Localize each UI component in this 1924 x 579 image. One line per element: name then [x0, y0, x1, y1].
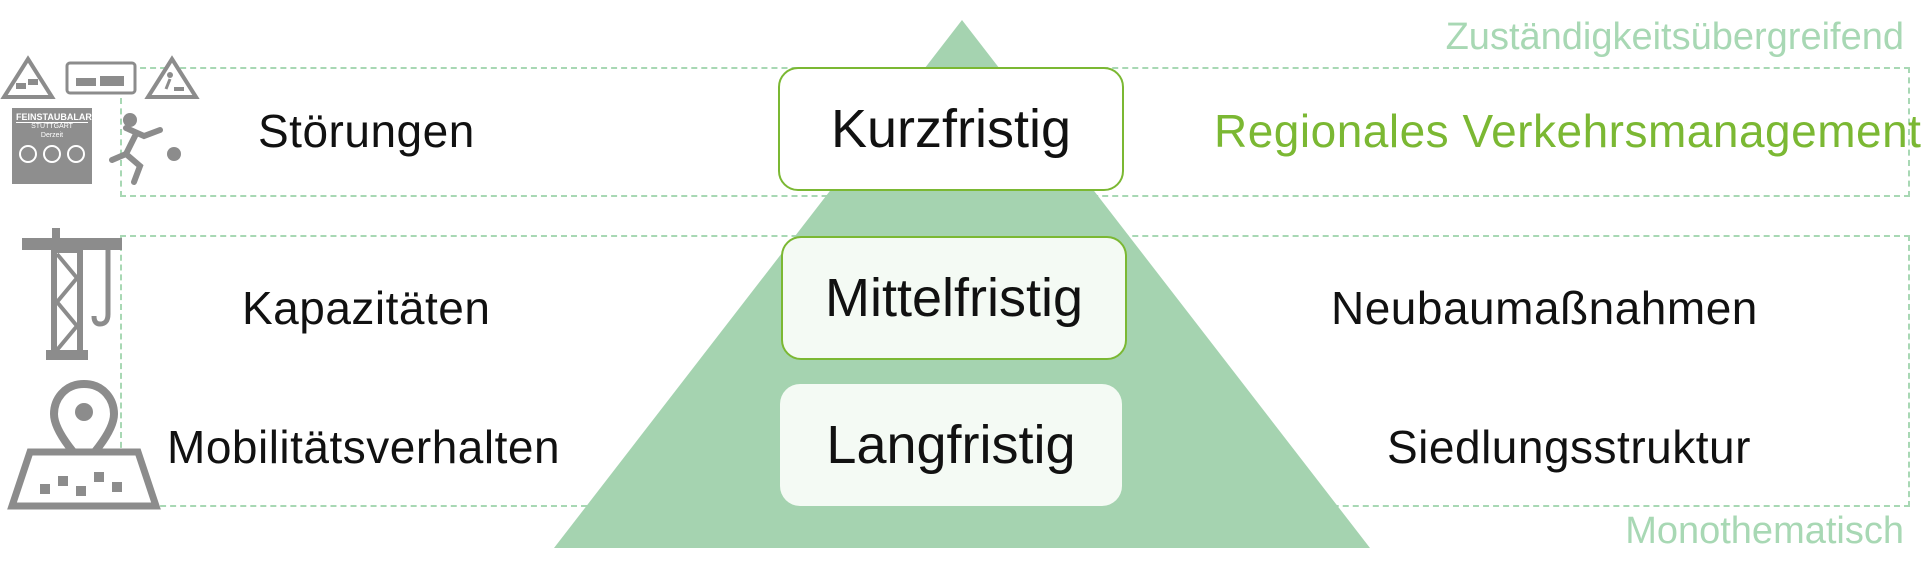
right-label-traffic-management: Regionales Verkehrsmanagement: [1214, 105, 1922, 157]
left-label-capacities: Kapazitäten: [242, 282, 491, 334]
right-label-new-construction: Neubaumaßnahmen: [1331, 282, 1758, 334]
fine-dust-alarm-sign: FEINSTAUBALARM STUTTGART Derzeit: [12, 108, 100, 184]
level-box-long: Langfristig: [780, 384, 1122, 506]
corner-label-bottom: Monothematisch: [1625, 510, 1904, 552]
level-label-medium: Mittelfristig: [824, 268, 1084, 328]
level-box-short: Kurzfristig: [778, 67, 1124, 191]
running-person-icon: [109, 113, 181, 185]
right-label-settlement: Siedlungsstruktur: [1387, 421, 1751, 473]
left-label-mobility: Mobilitätsverhalten: [167, 421, 561, 473]
sign-line-1: FEINSTAUBALARM: [16, 112, 100, 123]
sign-line-3: Derzeit: [40, 132, 64, 139]
level-box-medium: Mittelfristig: [781, 236, 1127, 360]
warning-signs-icon: [0, 55, 56, 99]
crane-icon: [22, 228, 122, 360]
sign-line-2: STUTTGART: [31, 123, 73, 130]
road-works-icon: [144, 55, 200, 99]
left-label-disruptions: Störungen: [258, 105, 475, 157]
map-pin-icon: [7, 379, 161, 510]
corner-label-top: Zuständigkeitsübergreifend: [1445, 16, 1904, 58]
level-label-long: Langfristig: [826, 415, 1076, 475]
traffic-jam-icon: [65, 61, 137, 95]
sign-symbols: [16, 145, 88, 163]
level-label-short: Kurzfristig: [830, 99, 1072, 159]
